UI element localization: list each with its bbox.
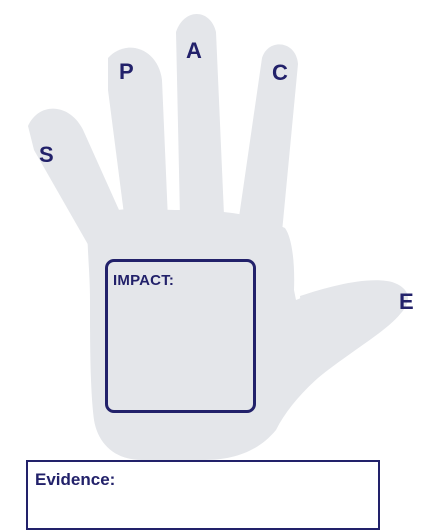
- finger-label-s: S: [39, 144, 54, 166]
- finger-label-e: E: [399, 291, 414, 313]
- finger-label-c: C: [272, 62, 288, 84]
- index-finger: [108, 48, 168, 222]
- evidence-box: Evidence:: [26, 460, 380, 530]
- finger-label-p: P: [119, 61, 134, 83]
- finger-label-a: A: [186, 40, 202, 62]
- impact-label: IMPACT:: [113, 272, 174, 289]
- impact-box: IMPACT:: [105, 259, 256, 413]
- ring-finger: [238, 44, 298, 232]
- evidence-label: Evidence:: [35, 470, 115, 490]
- thumb: [300, 280, 408, 372]
